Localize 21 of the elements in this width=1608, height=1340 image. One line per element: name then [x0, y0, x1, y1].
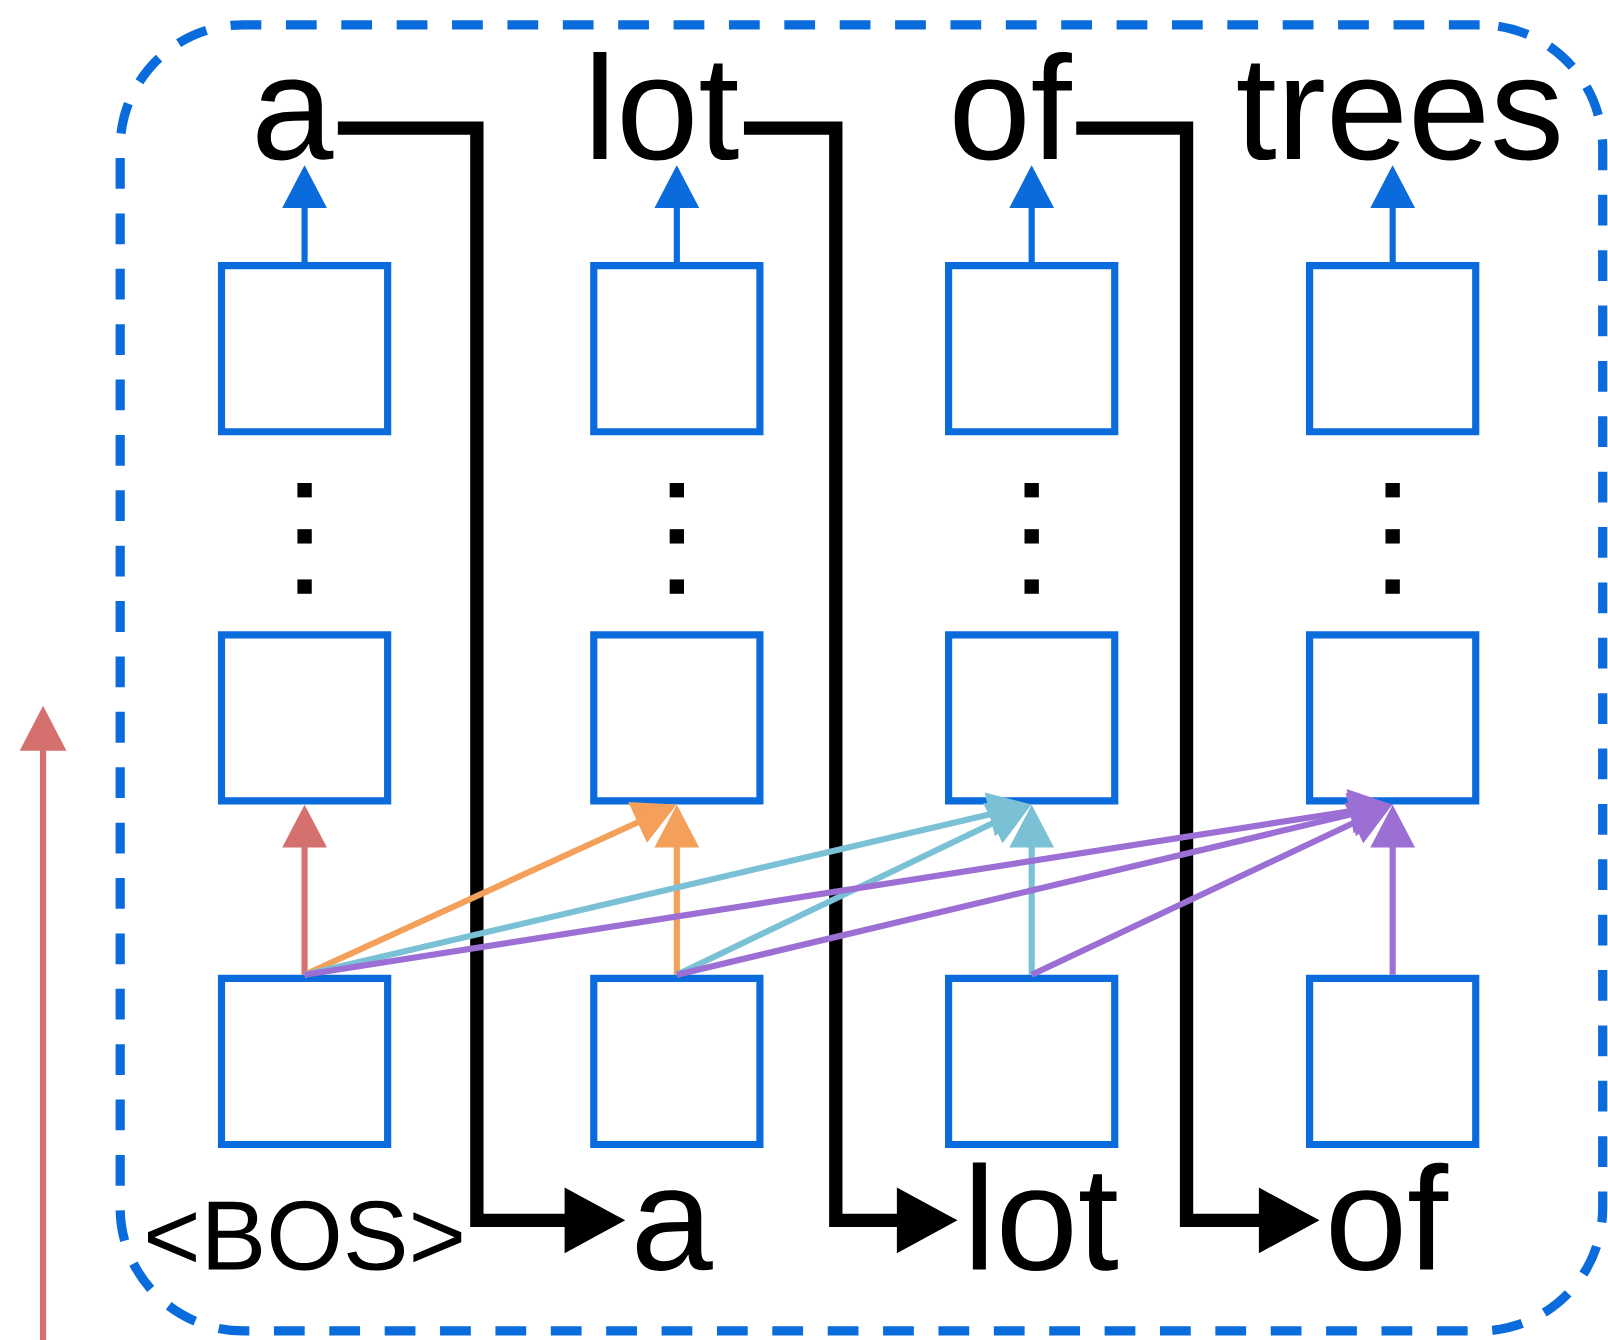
layer-box [1306, 261, 1480, 436]
token-word: lot [593, 51, 739, 161]
token-word: of [1331, 1162, 1449, 1271]
layer-box [217, 261, 392, 436]
token-word: lot [972, 1162, 1118, 1271]
layer-box [945, 631, 1119, 805]
token-word: a [636, 1189, 713, 1271]
layer-box [945, 261, 1119, 436]
token-word: trees [1237, 63, 1559, 161]
token-word: <BOS> [148, 1200, 462, 1271]
layer-box [217, 631, 392, 805]
layer-box [590, 974, 764, 1148]
layer-box [945, 974, 1119, 1148]
layer-box [1306, 631, 1480, 805]
layer-box [217, 974, 392, 1148]
layer-box [1306, 974, 1480, 1148]
token-word: a [257, 79, 334, 161]
dashed-frame [115, 20, 1608, 1336]
layer-box [590, 261, 764, 436]
token-word: of [954, 51, 1072, 161]
layer-box [590, 631, 764, 805]
